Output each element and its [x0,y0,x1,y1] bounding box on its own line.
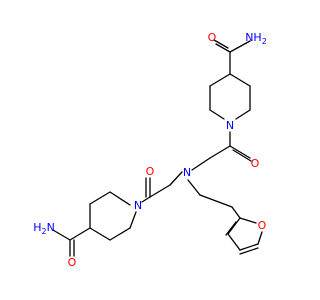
top-acyl-arm [191,131,252,171]
furfuryl-arm [187,179,241,219]
nitrogen-label: N [183,166,191,179]
oxygen-label: O [146,165,155,178]
bond [141,196,151,203]
bond [225,221,237,236]
bond [229,145,251,159]
bond [231,206,241,219]
bond [52,229,71,241]
bond [209,73,231,87]
nitrogen-label: N [134,199,142,212]
bond [69,227,91,241]
furan-ring [225,217,263,255]
bond [227,217,241,235]
bond [227,233,241,251]
oxygen-label: O [68,256,77,269]
bond [169,171,183,186]
left-carboxamide-group [52,227,91,257]
bond [239,243,259,251]
nitrogen-label: N [226,119,234,132]
top-carboxamide-group [213,39,251,75]
bond [209,145,231,159]
bond [109,191,131,206]
bond [89,191,111,205]
bond [209,109,225,120]
oxygen-label: O [208,31,217,44]
bond [199,194,233,208]
bond [232,149,252,162]
bond [229,40,251,53]
bond [257,231,263,245]
bond [239,247,259,255]
top-piperidine-ring [209,73,251,120]
structure-svg: O NH2 N O O N N H2N O O [33,31,267,269]
bond [149,184,171,198]
bond [191,157,211,171]
bond [213,39,229,49]
bond [235,109,251,120]
bond [89,227,111,241]
molecule-diagram: O NH2 N O O N N H2N O O [33,31,267,269]
h2n-label: H2N [33,221,55,236]
bond [129,211,137,229]
left-acyl-arm [141,171,183,203]
bond [187,179,201,196]
bond [215,43,231,53]
nh2-label: NH2 [245,31,267,46]
oxygen-label: O [251,157,260,170]
furan-oxygen-label: O [258,219,267,232]
bond [229,73,251,87]
bond [239,217,257,224]
left-piperidine-ring [89,191,137,241]
bond [109,227,131,241]
